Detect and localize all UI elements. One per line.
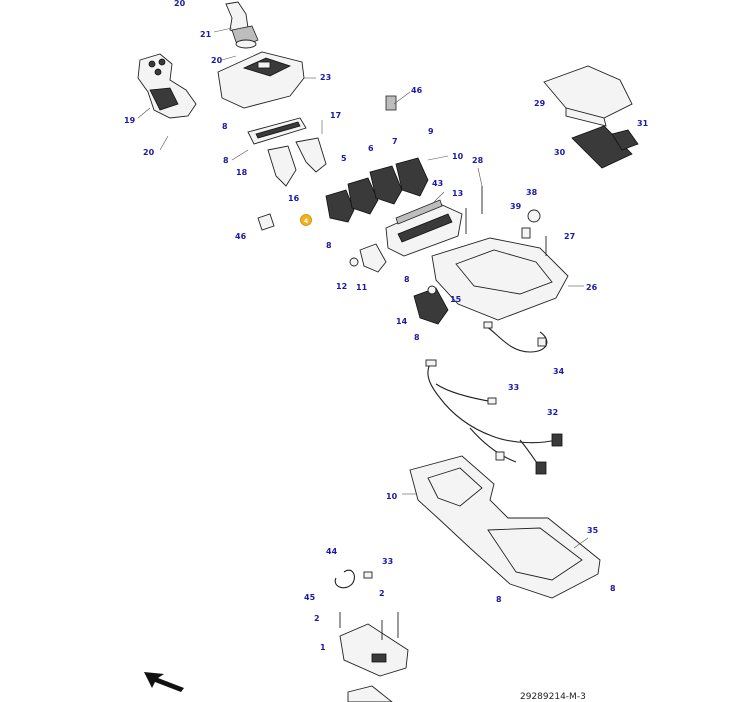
drawing-reference-id: 29289214-M-3 — [520, 692, 586, 702]
callout-label: 14 — [396, 317, 408, 326]
armrest-cover — [543, 65, 633, 127]
callout-label: 26 — [586, 283, 598, 292]
gate-plate — [385, 191, 463, 257]
callout-label: 8 — [610, 584, 616, 593]
callout-label: 12 — [336, 282, 347, 291]
callout-label: 23 — [320, 73, 331, 82]
callout-label: 1 — [320, 643, 326, 652]
callout-label: 46 — [235, 232, 247, 241]
pins-rods — [465, 167, 483, 234]
callout-label: 6 — [368, 144, 374, 153]
callout-label: 38 — [526, 188, 538, 197]
wiring-harness-upper — [483, 321, 548, 353]
callout-label: 18 — [236, 168, 248, 177]
switch-panel — [231, 117, 327, 187]
callout-label: 44 — [326, 547, 338, 556]
direction-arrow-icon — [144, 672, 184, 692]
callout-label: 8 — [496, 595, 502, 604]
callout-label: 11 — [356, 283, 368, 292]
callout-label: 7 — [392, 137, 398, 146]
callout-label: 15 — [450, 295, 462, 304]
highlight-marker — [300, 214, 312, 226]
callout-label: 9 — [428, 127, 434, 136]
console-top-housing — [431, 209, 584, 321]
callout-label: 8 — [404, 275, 410, 284]
callout-label: 10 — [452, 152, 464, 161]
callout-label: 19 — [124, 116, 136, 125]
wiring-harness-main — [425, 359, 563, 475]
callout-label: 20 — [211, 56, 223, 65]
callout-label: 31 — [637, 119, 649, 128]
callout-label: 35 — [587, 526, 599, 535]
callout-label: 20 — [143, 148, 155, 157]
callout-label: 21 — [200, 30, 212, 39]
callout-label: 20 — [174, 0, 186, 8]
callout-label: 32 — [547, 408, 558, 417]
callout-label: 43 — [432, 179, 443, 188]
callout-label: 34 — [553, 367, 565, 376]
joystick-grip-left — [137, 53, 197, 151]
callout-label: 8 — [223, 156, 229, 165]
callout-label: 33 — [382, 557, 393, 566]
callout-label: 13 — [452, 189, 463, 198]
callout-label: 2 — [314, 614, 320, 623]
callout-label: 10 — [386, 492, 398, 501]
callout-label: 30 — [554, 148, 566, 157]
mounting-plate — [334, 569, 409, 702]
console-lower-body — [402, 455, 601, 599]
callout-label: 4 — [304, 218, 308, 225]
small-bracket-left — [257, 213, 275, 231]
callout-label: 46 — [411, 86, 423, 95]
joystick-handle-top — [213, 1, 259, 49]
callout-label: 2 — [379, 589, 385, 598]
callout-label: 45 — [304, 593, 316, 602]
callout-label: 8 — [326, 241, 332, 250]
callout-label: 28 — [472, 156, 484, 165]
joystick-base-cover — [217, 51, 316, 109]
lever-blocks — [325, 91, 449, 223]
callout-label: 33 — [508, 383, 519, 392]
callout-label: 8 — [222, 122, 228, 131]
callout-label: 8 — [414, 333, 420, 342]
callout-label: 27 — [564, 232, 575, 241]
callout-label: 29 — [534, 99, 546, 108]
switch-module — [413, 285, 449, 325]
callout-label: 17 — [330, 111, 341, 120]
callout-label: 16 — [288, 194, 300, 203]
armrest-pad — [571, 125, 639, 169]
callout-label: 5 — [341, 154, 347, 163]
callout-label: 39 — [510, 202, 522, 211]
lever-bracket-lower — [349, 243, 387, 273]
